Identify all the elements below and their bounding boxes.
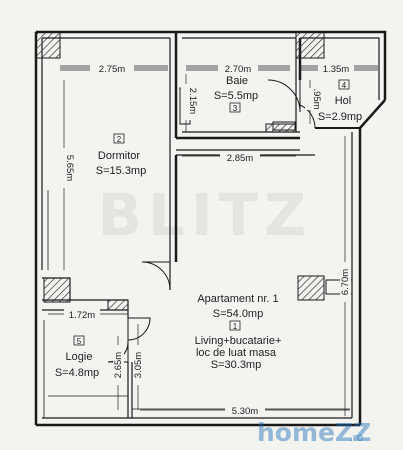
dim-living-lower-height: 3.05m <box>133 352 144 378</box>
dim-baie-width: 2.70m <box>225 64 251 75</box>
dim-hol-height: .95m <box>311 88 322 109</box>
room-area: S=5.5mp <box>214 90 258 102</box>
room-name: Dormitor <box>98 150 141 162</box>
dim-logie-height: 2.65m <box>113 352 124 378</box>
room-number-box <box>113 133 125 144</box>
room-living: Apartament nr. 1 S=54.0mp 1 Living+bucat… <box>195 293 282 371</box>
room-area: S=30.3mp <box>211 359 261 371</box>
structural-columns <box>35 31 325 311</box>
dim-baie-height: 2.15m <box>187 88 198 114</box>
dim-hol-width: 1.35m <box>323 64 349 75</box>
apartment-total-area: S=54.0mp <box>213 308 263 320</box>
room-name: Hol <box>335 95 352 107</box>
brand-name: homeZZ <box>257 418 371 447</box>
doors <box>107 79 316 363</box>
room-dormitor: 2 Dormitor S=15.3mp <box>96 133 146 177</box>
room-number-box <box>338 79 350 90</box>
room-hol: 4 Hol S=2.9mp <box>318 79 362 123</box>
room-logie: 5 Logie S=4.8mp <box>55 335 99 379</box>
room-name-line2: loc de luat masa <box>196 347 277 359</box>
room-number: 3 <box>233 104 238 113</box>
room-number: 1 <box>233 322 238 331</box>
room-baie: Baie S=5.5mp 3 <box>214 75 258 113</box>
room-number: 2 <box>117 135 122 144</box>
room-name: Baie <box>226 75 248 87</box>
room-area: S=15.3mp <box>96 165 146 177</box>
room-area: S=2.9mp <box>318 111 362 123</box>
center-watermark: BLITZ <box>98 181 312 249</box>
dim-corridor-width: 2.85m <box>227 153 253 164</box>
brand-logo: homeZZ .ro <box>257 418 371 447</box>
room-area: S=4.8mp <box>55 367 99 379</box>
dim-dormitor-width: 2.75m <box>99 64 125 75</box>
room-name-line1: Living+bucatarie+ <box>195 335 282 347</box>
dim-bottom-width: 5.30m <box>232 406 258 417</box>
dim-logie-width: 1.72m <box>69 310 95 321</box>
room-number: 5 <box>77 337 82 346</box>
room-number-box <box>73 335 85 346</box>
brand-tld: .ro <box>349 431 364 444</box>
room-name: Logie <box>66 351 93 363</box>
room-number-box <box>229 320 241 331</box>
dim-dormitor-height: 5.65m <box>64 155 75 181</box>
room-number-box <box>229 102 241 113</box>
dimension-labels: 2.75m 2.70m 1.35m 2.15m .95m 2.85m 5.65m… <box>59 62 354 417</box>
room-number: 4 <box>342 81 347 90</box>
dim-living-height: 6.70m <box>340 269 351 295</box>
apartment-title: Apartament nr. 1 <box>197 293 278 305</box>
